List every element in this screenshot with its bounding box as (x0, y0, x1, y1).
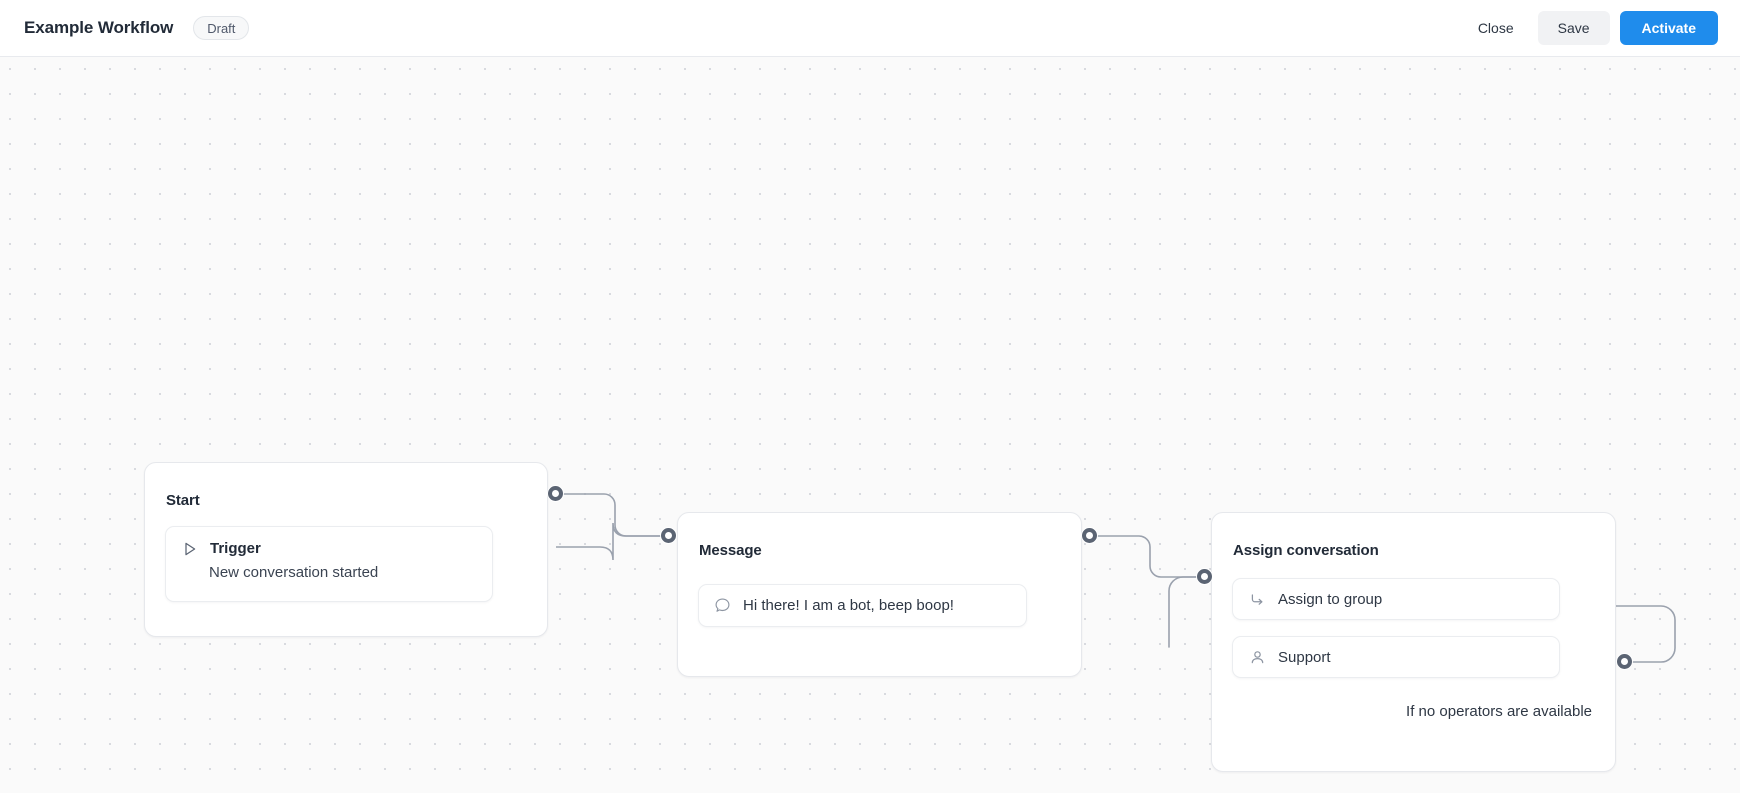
page-title: Example Workflow (24, 18, 174, 37)
connection-edges (555, 493, 1676, 663)
port-assign-fallback-output[interactable] (1617, 654, 1632, 669)
user-icon (1249, 649, 1266, 666)
edge-start-to-message (556, 522, 669, 561)
port-start-output[interactable] (548, 486, 563, 501)
edge-fallback-loop-entry (1168, 576, 1206, 648)
play-triangle-icon (182, 541, 198, 557)
node-start[interactable]: Start Trigger New conversation started (144, 462, 548, 637)
save-button[interactable]: Save (1537, 11, 1610, 45)
node-message-text-slot[interactable]: Hi there! I am a bot, beep boop! (698, 584, 1027, 627)
support-label: Support (1278, 648, 1331, 666)
node-message[interactable]: Message Hi there! I am a bot, beep boop! (677, 512, 1082, 677)
trigger-header-row: Trigger (182, 540, 476, 557)
arrow-turn-right-icon (1249, 591, 1266, 608)
edge-start-message (555, 493, 670, 537)
edge-fallback-loop-top (1239, 605, 1676, 663)
assign-to-group-row: Assign to group (1249, 591, 1382, 608)
port-assign-input[interactable] (1197, 569, 1212, 584)
status-badge: Draft (193, 16, 250, 40)
fallback-label: If no operators are available (1406, 703, 1592, 720)
app-header: Example Workflow Draft Close Save Activa… (0, 0, 1740, 57)
close-button[interactable]: Close (1464, 11, 1528, 45)
activate-button[interactable]: Activate (1619, 11, 1718, 45)
chat-bubble-icon (714, 597, 731, 614)
port-message-output[interactable] (1082, 528, 1097, 543)
assign-to-group-slot[interactable]: Assign to group (1232, 578, 1560, 620)
message-text: Hi there! I am a bot, beep boop! (743, 597, 954, 614)
node-assign-title: Assign conversation (1233, 542, 1379, 559)
edge-message-assign (1089, 535, 1206, 578)
workflow-canvas[interactable]: Start Trigger New conversation started M… (0, 57, 1740, 793)
node-start-trigger-slot[interactable]: Trigger New conversation started (165, 526, 493, 602)
assign-group-support-slot[interactable]: Support (1232, 636, 1560, 678)
node-message-title: Message (699, 542, 762, 559)
assign-to-group-label: Assign to group (1278, 590, 1383, 608)
support-row: Support (1249, 649, 1331, 666)
header-actions: Close Save Activate (1464, 11, 1740, 45)
header-left-group: Example Workflow Draft (0, 16, 250, 40)
port-message-input[interactable] (661, 528, 676, 543)
node-assign-conversation[interactable]: Assign conversation Assign to group (1211, 512, 1616, 772)
message-row: Hi there! I am a bot, beep boop! (714, 597, 954, 614)
trigger-label: Trigger (210, 540, 261, 557)
trigger-description: New conversation started (209, 564, 379, 581)
node-start-title: Start (166, 492, 200, 509)
